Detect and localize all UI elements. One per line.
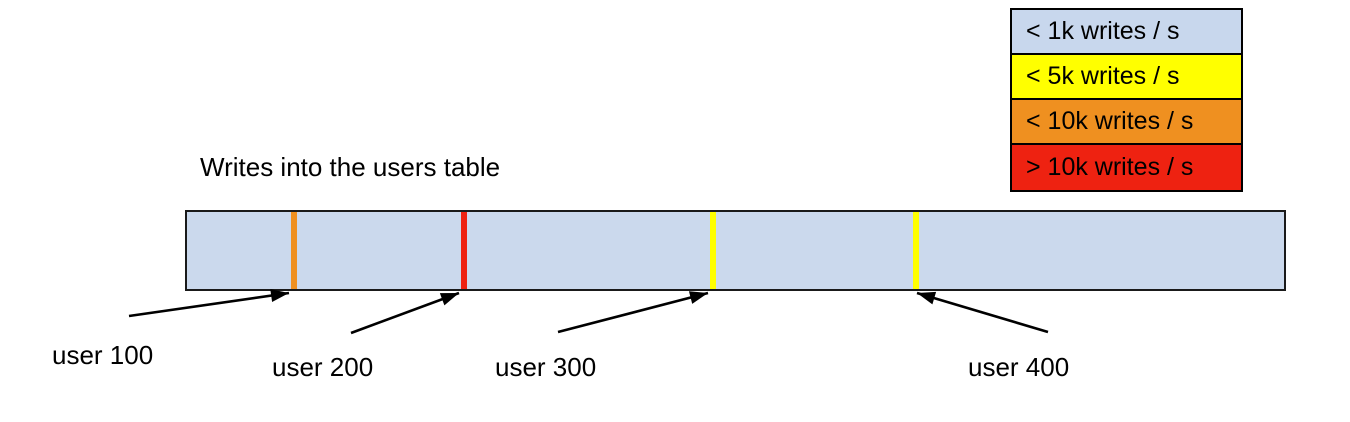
legend-label: < 5k writes / s xyxy=(1026,62,1180,90)
annotation-label-user-300: user 300 xyxy=(495,352,597,382)
stripe-orange-user-100 xyxy=(291,212,297,289)
users-table-bar xyxy=(185,210,1286,291)
legend-row-2: < 10k writes / s xyxy=(1012,100,1241,145)
arrow-head xyxy=(688,291,708,304)
legend-row-1: < 5k writes / s xyxy=(1012,55,1241,100)
legend-row-3: > 10k writes / s xyxy=(1012,145,1241,190)
page-title: Writes into the users table xyxy=(200,152,501,182)
stripe-yellow-user-300 xyxy=(710,212,716,289)
stripe-red-user-200 xyxy=(461,212,467,289)
legend-label: < 1k writes / s xyxy=(1026,17,1180,45)
legend-label: < 10k writes / s xyxy=(1026,107,1194,135)
arrow-line xyxy=(557,291,709,334)
annotation-label-user-400: user 400 xyxy=(968,352,1070,382)
annotation-label-user-200: user 200 xyxy=(272,352,374,382)
legend-row-0: < 1k writes / s xyxy=(1012,10,1241,55)
arrow-head xyxy=(270,289,289,302)
legend-label: > 10k writes / s xyxy=(1026,153,1194,181)
arrow-line xyxy=(128,291,290,318)
arrow-head xyxy=(439,293,459,306)
arrow-line xyxy=(916,291,1049,334)
legend: < 1k writes / s < 5k writes / s < 10k writ… xyxy=(1010,8,1243,192)
annotation-label-user-100: user 100 xyxy=(52,340,154,370)
arrow-head xyxy=(917,291,937,305)
arrow-line xyxy=(350,291,460,335)
stripe-yellow-user-400 xyxy=(913,212,919,289)
